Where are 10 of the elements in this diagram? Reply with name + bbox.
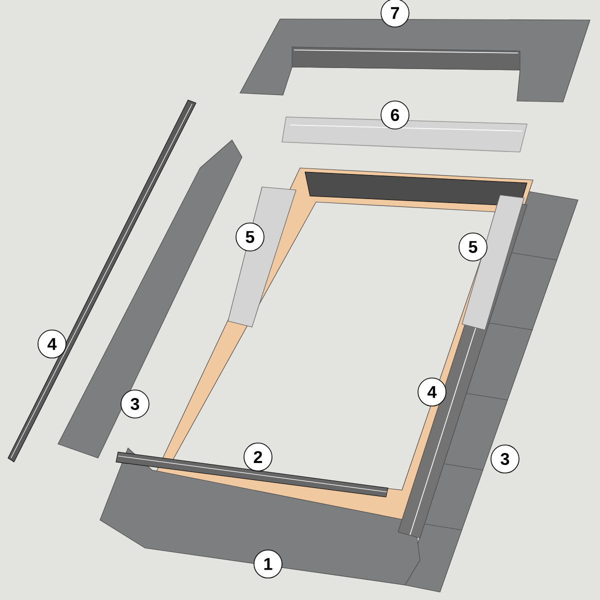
callout-number: 5 [458,232,488,262]
callout-number: 4 [38,330,66,358]
callout-number: 2 [244,442,272,472]
callout-number: 3 [490,444,520,474]
callout-number: 3 [120,390,150,418]
callout-number: 1 [254,550,282,578]
callout-number: 4 [418,378,446,406]
callout-number: 5 [236,222,264,252]
callout-number: 7 [380,0,410,28]
callout-number: 6 [380,100,410,130]
